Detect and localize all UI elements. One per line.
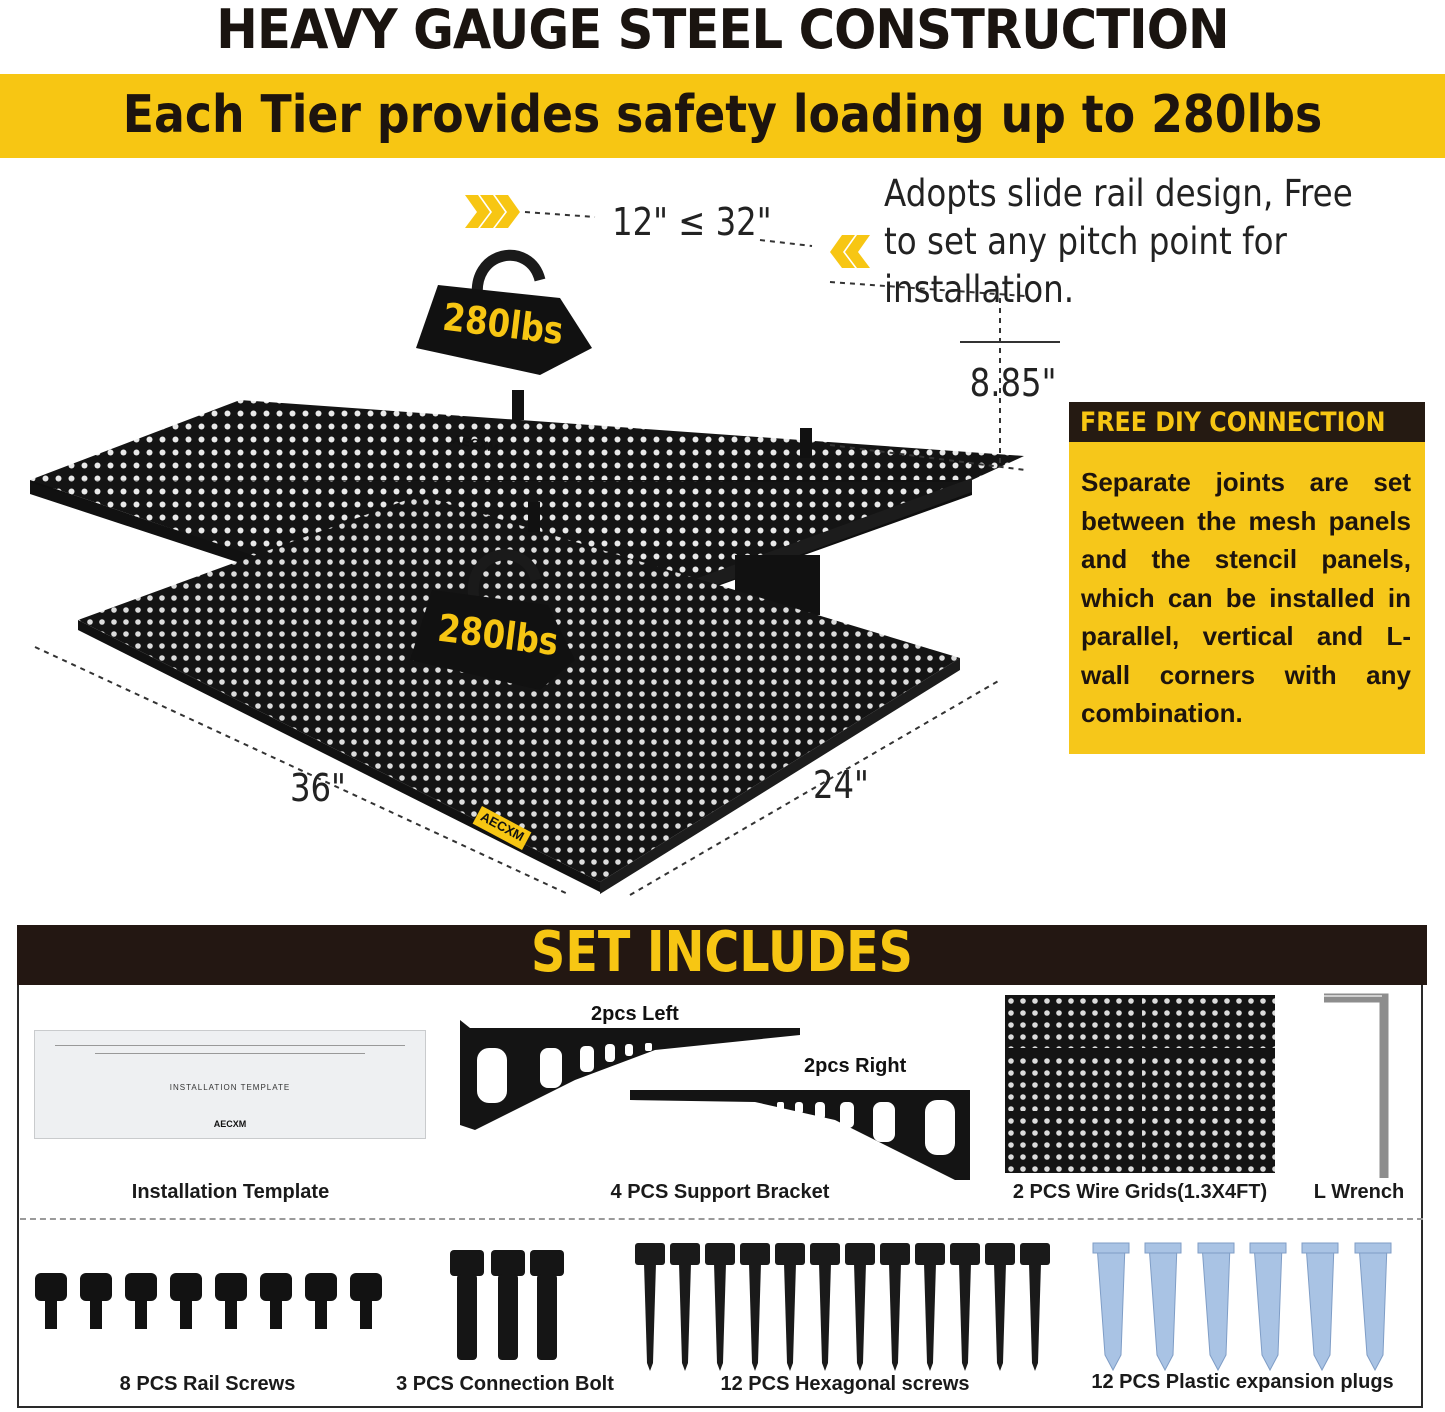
item-caption: 2 PCS Wire Grids(1.3X4FT) (1012, 1181, 1268, 1203)
spacing-dimension: 12" ≤ 32" (612, 200, 772, 244)
shelf-illustration (30, 195, 1060, 896)
weight-icon (410, 549, 575, 690)
weight-icon (416, 249, 592, 375)
section-divider (20, 1218, 1423, 1220)
item-caption: 4 PCS Support Bracket (610, 1181, 830, 1203)
support-brackets-image (460, 1020, 970, 1180)
subtitle: Each Tier provides safety loading up to … (122, 85, 1323, 145)
diy-title: FREE DIY CONNECTION (1080, 407, 1386, 438)
lower-shelf (78, 495, 960, 894)
item-caption: L Wrench (1313, 1181, 1405, 1203)
diy-header (1069, 402, 1425, 442)
diy-text: Separate joints are set between the mesh… (1081, 467, 1411, 728)
bracket-right-label: 2pcs Right (804, 1055, 907, 1077)
page-title: HEAVY GAUGE STEEL CONSTRUCTION (216, 0, 1229, 61)
l-wrench-image (1324, 993, 1389, 1178)
template-brand: AECXM (213, 1119, 247, 1129)
template-heading: INSTALLATION TEMPLATE (169, 1083, 291, 1092)
depth-dimension: 24" (812, 763, 869, 807)
item-caption: 12 PCS Hexagonal screws (720, 1373, 970, 1395)
diy-callout (1069, 402, 1425, 754)
length-dimension: 36" (289, 766, 346, 810)
dimension-lines (34, 211, 1060, 896)
slide-rail-note: Adopts slide rail design, Free to set an… (884, 172, 1353, 311)
bracket-left-label: 2pcs Left (591, 1003, 679, 1025)
item-caption: 12 PCS Plastic expansion plugs (1091, 1371, 1394, 1393)
set-includes-title: SET INCLUDES (531, 920, 913, 985)
rail-screws (35, 1273, 382, 1329)
height-dimension: 8.85" (969, 361, 1057, 405)
hardware-images (35, 1242, 1392, 1372)
subtitle-band (0, 74, 1445, 158)
installation-template-image: INSTALLATION TEMPLATE AECXM (34, 1030, 426, 1139)
item-caption: 3 PCS Connection Bolt (396, 1373, 614, 1395)
chevron-arrows (465, 195, 870, 268)
expansion-plugs (1092, 1242, 1392, 1372)
set-includes-bar (17, 925, 1427, 985)
connection-bolts (450, 1250, 564, 1360)
item-caption: 8 PCS Rail Screws (119, 1373, 296, 1395)
hexagonal-screws (635, 1243, 1050, 1371)
item-caption: Installation Template (131, 1181, 330, 1203)
wire-grid-image (1005, 995, 1275, 1173)
